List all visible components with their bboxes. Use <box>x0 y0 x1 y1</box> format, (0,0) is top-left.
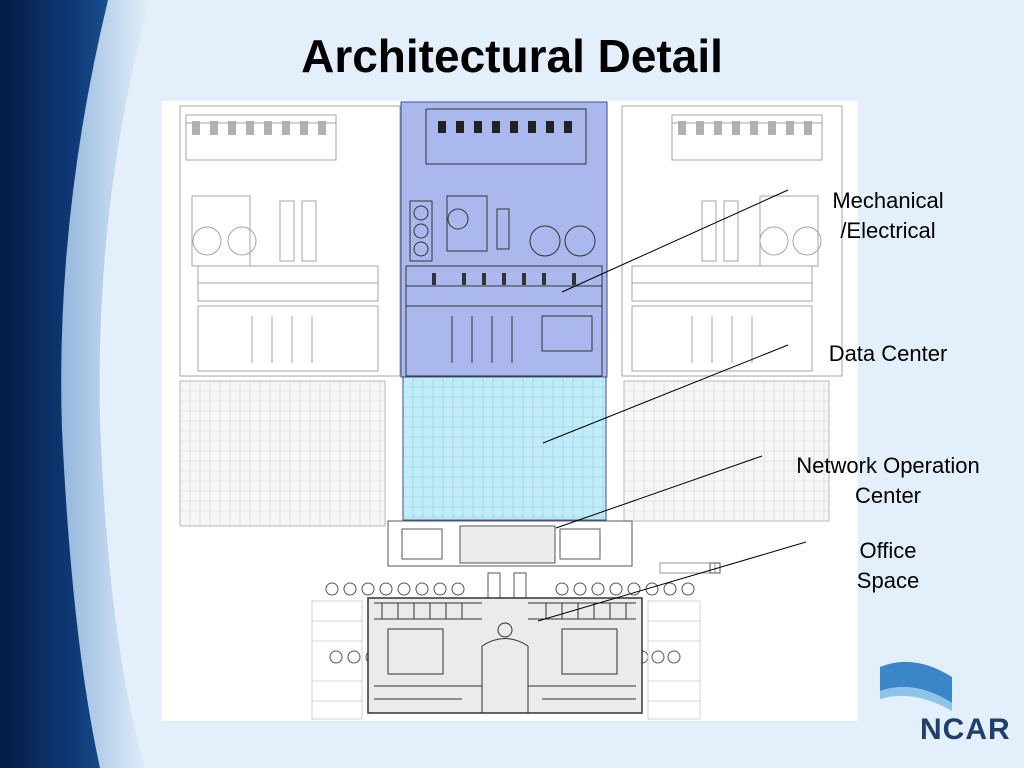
floor-plan <box>162 101 858 721</box>
network-label-line1: Network Operation <box>796 453 980 478</box>
left-wing-outline <box>179 105 401 377</box>
office-label-line2: Space <box>856 568 920 593</box>
network-label-line2: Center <box>854 483 922 508</box>
network-operation-center-label: Network Operation Center <box>776 451 1000 511</box>
mechanical-label-line1: Mechanical <box>832 188 944 213</box>
left-band <box>0 0 108 768</box>
ncar-logo-icon <box>880 661 952 711</box>
mechanical-electrical-label: Mechanical /Electrical <box>808 186 968 246</box>
side-grid-left <box>179 380 386 527</box>
office-space-area <box>367 597 643 714</box>
ncar-logo-text: NCAR <box>920 713 1011 746</box>
data-center-label-text: Data Center <box>828 341 948 366</box>
office-label-line1: Office <box>859 538 917 563</box>
data-center-area <box>402 376 607 521</box>
mechanical-electrical-area <box>400 101 608 378</box>
office-space-label: Office Space <box>818 536 958 596</box>
data-center-label: Data Center <box>803 339 973 369</box>
network-operation-center-area <box>387 520 721 574</box>
mechanical-label-line2: /Electrical <box>840 218 936 243</box>
slide-title: Architectural Detail <box>301 30 723 82</box>
